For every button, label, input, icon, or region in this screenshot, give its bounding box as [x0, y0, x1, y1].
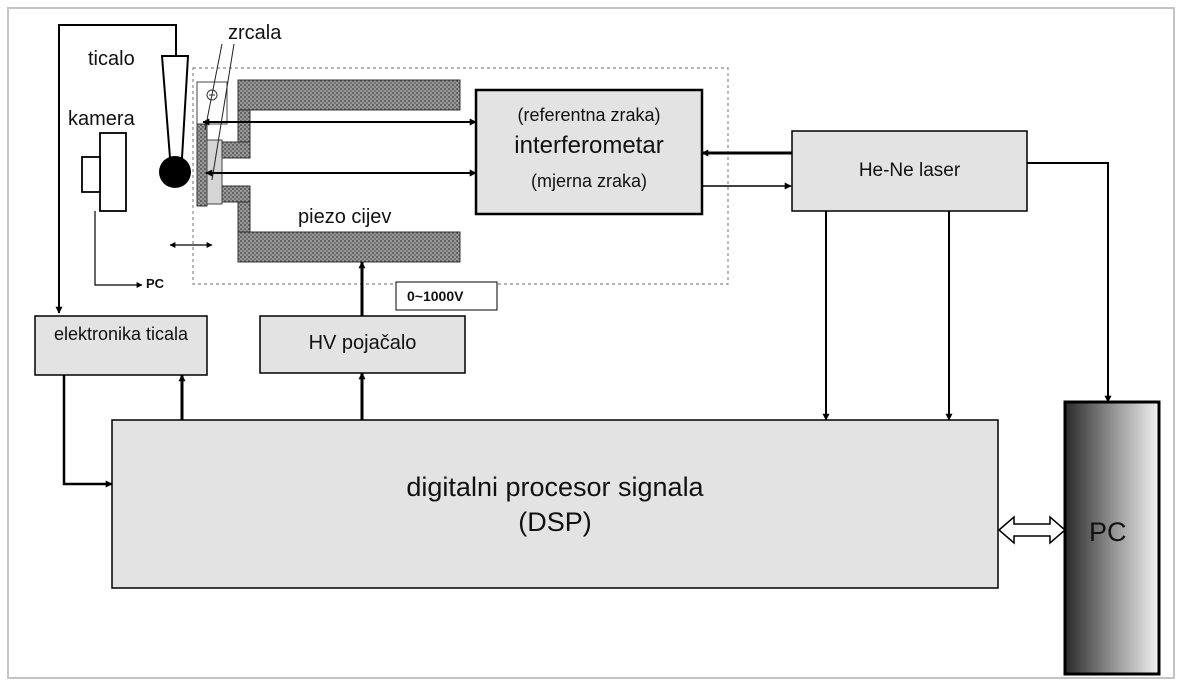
label-pc-small: PC: [146, 276, 165, 291]
outer-frame: [7, 7, 1175, 679]
zrcala-leader-2: [211, 43, 235, 181]
label-reference-beam: (referentna zraka): [517, 105, 661, 125]
dsp-pc-double-arrow: [997, 515, 1067, 545]
probe-stylus: [159, 55, 191, 188]
probe-electronics-box: [34, 315, 208, 376]
label-probe-electronics: elektronika ticala: [53, 324, 189, 344]
label-hv-amplifier: HV pojačalo: [308, 332, 417, 354]
label-laser: He-Ne laser: [858, 160, 961, 181]
piezo-tube: [221, 79, 461, 263]
label-dsp-2: (DSP): [518, 507, 592, 537]
dashed-enclosure: [192, 67, 729, 285]
pc-tower: [1063, 400, 1161, 676]
label-voltage: 0~1000V: [407, 288, 464, 304]
label-interferometer: interferometar: [514, 132, 664, 159]
laser-pc-line: [1027, 162, 1112, 403]
electronics-to-dsp: [62, 375, 113, 488]
hv-amplifier-box: [259, 315, 466, 374]
label-dsp-1: digitalni procesor signala: [406, 472, 704, 502]
mirror-assembly: [196, 81, 228, 207]
label-zrcala: zrcala: [228, 22, 282, 44]
zrcala-leader-1: [204, 43, 223, 131]
label-pc-big: PC: [1089, 517, 1127, 547]
label-measurement-beam: (mjerna zraka): [530, 171, 648, 191]
label-piezo: piezo cijev: [298, 206, 392, 228]
dsp-box: [111, 419, 999, 589]
camera: [81, 132, 127, 212]
label-kamera: kamera: [68, 108, 135, 130]
camera-pc-line: [94, 211, 143, 288]
label-ticalo: ticalo: [88, 48, 135, 70]
voltage-box: [395, 281, 498, 311]
laser-box: [791, 130, 1028, 212]
probe-line: [55, 24, 177, 314]
